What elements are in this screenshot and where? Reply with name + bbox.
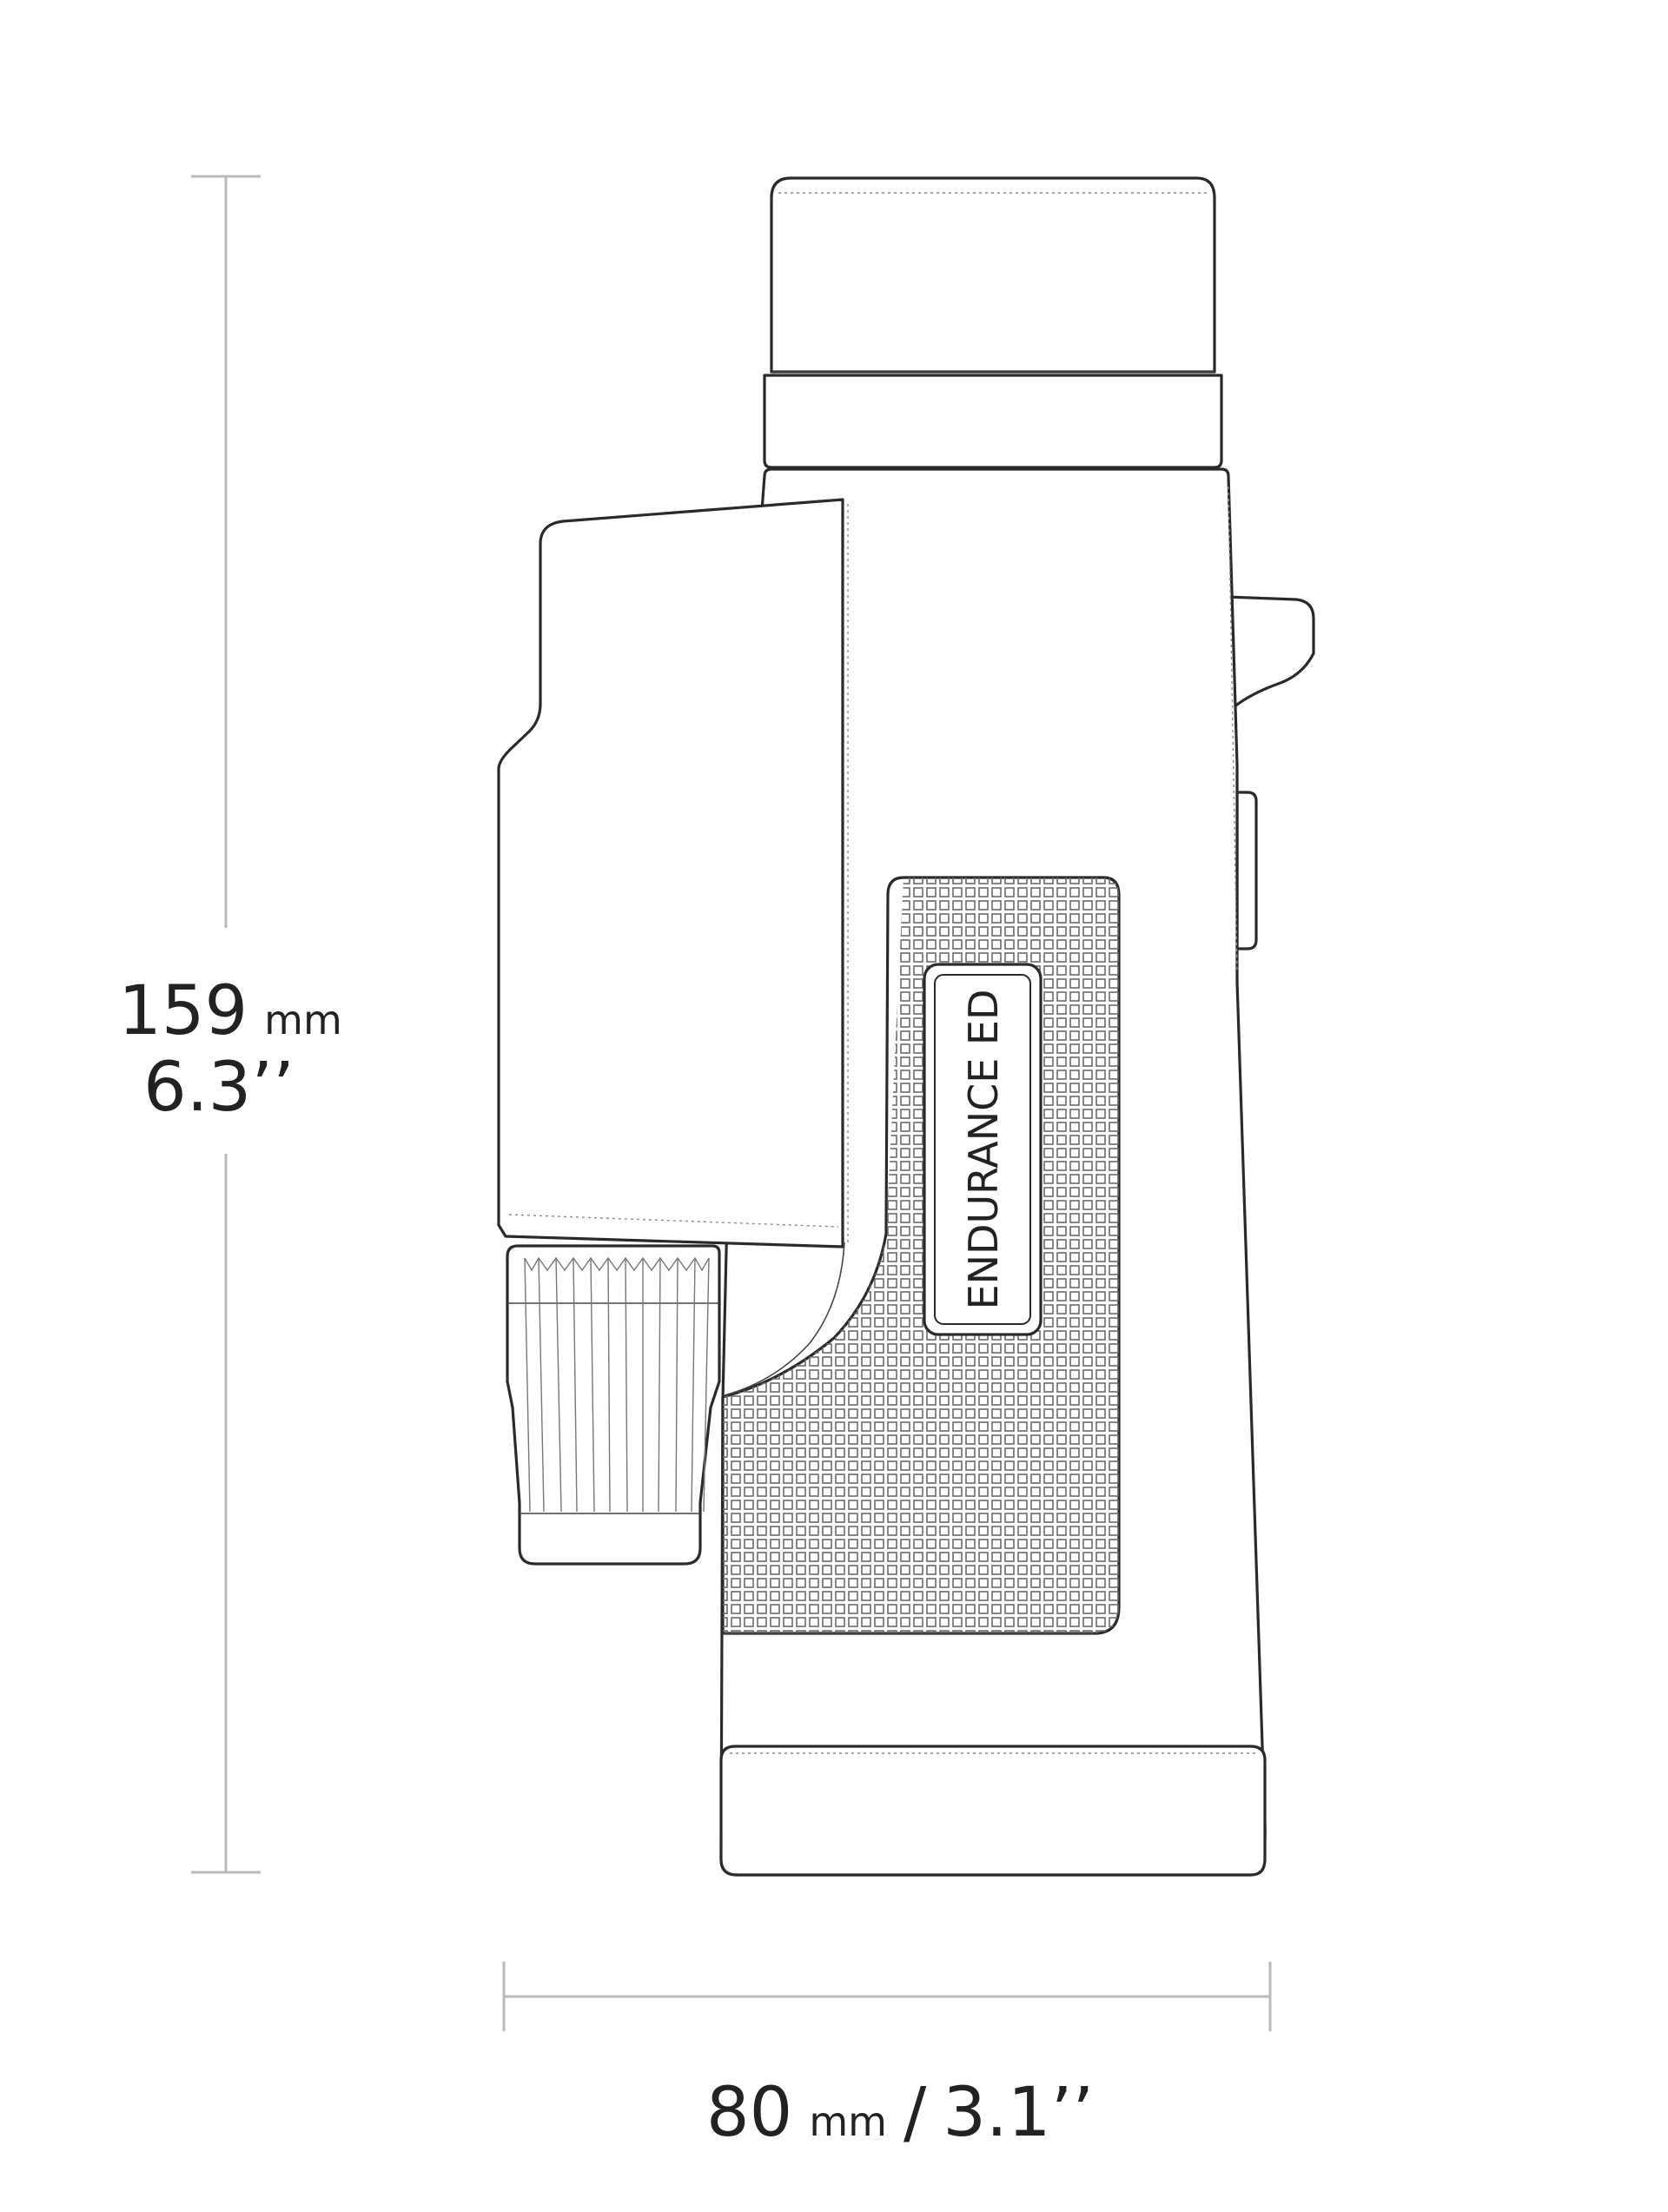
- focus-housing: [497, 498, 844, 1248]
- monocular-outline: ENDURANCE ED: [497, 176, 1315, 1877]
- flap-curve: [724, 1242, 845, 1396]
- name-badge-inner: [934, 974, 1031, 1325]
- side-button: [1235, 791, 1258, 950]
- focus-wheel-ribs: [524, 1256, 710, 1513]
- height-imperial-label: 6.3’’: [143, 1049, 295, 1127]
- eyepiece-ring: [763, 374, 1223, 469]
- product-name: ENDURANCE ED: [960, 990, 1007, 1310]
- height-dimension: 159 mm 6.3’’: [118, 175, 342, 1874]
- objective-ring: [719, 1745, 1267, 1877]
- height-value: 159: [118, 972, 248, 1050]
- width-dimension: 80 mm / 3.1’’: [502, 1962, 1272, 2152]
- width-label: 80 mm / 3.1’’: [706, 2074, 1094, 2152]
- width-unit: mm: [809, 2098, 887, 2145]
- width-value: 80: [706, 2074, 792, 2152]
- height-metric-label: 159 mm: [118, 972, 342, 1050]
- width-imperial: 3.1’’: [943, 2074, 1094, 2152]
- height-unit: mm: [264, 997, 342, 1043]
- width-separator: /: [904, 2074, 927, 2152]
- eyecup: [770, 176, 1216, 374]
- focus-wheel[interactable]: [506, 1244, 721, 1566]
- name-badge: [923, 963, 1042, 1336]
- body-right-seam: [1228, 486, 1238, 974]
- focus-housing-lower-seam: [508, 1214, 839, 1228]
